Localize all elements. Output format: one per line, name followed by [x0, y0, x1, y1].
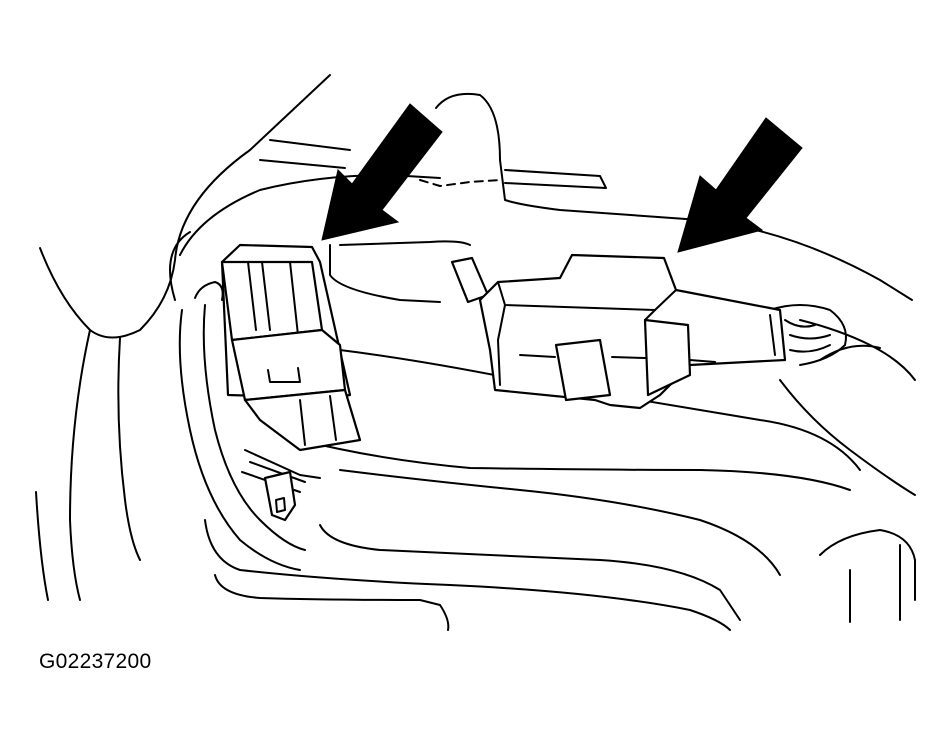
right-connector — [478, 253, 787, 410]
connector-location-illustration — [35, 74, 916, 631]
left-connector — [220, 243, 362, 452]
figure-identifier: G02237200 — [39, 650, 152, 673]
wiring-harness-left — [178, 281, 321, 571]
engine-bay-background — [35, 74, 916, 631]
wiring-harness-right — [450, 256, 847, 366]
pointer-arrow-left — [321, 103, 443, 241]
pointer-arrow-right — [677, 117, 803, 253]
